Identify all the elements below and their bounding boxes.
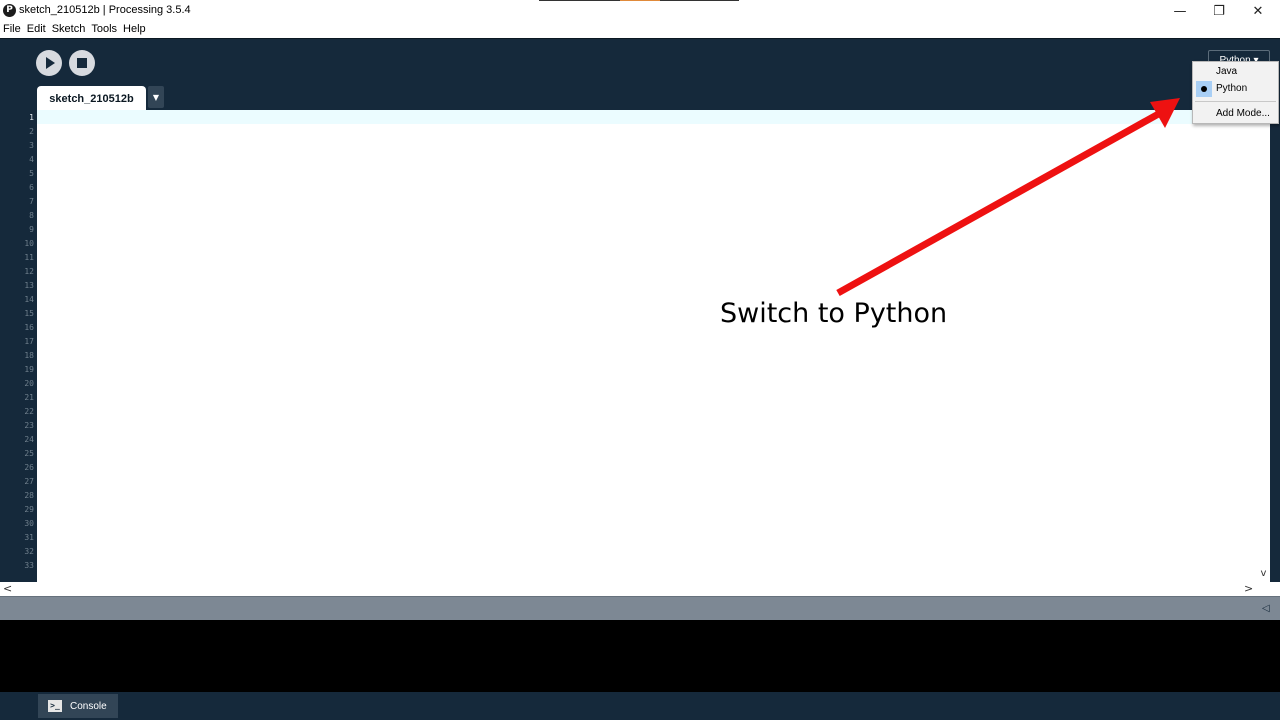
console-output[interactable] xyxy=(0,620,1280,692)
maximize-icon: ❐ xyxy=(1213,3,1225,19)
menu-edit[interactable]: Edit xyxy=(26,23,46,35)
selected-radio-icon xyxy=(1196,81,1212,97)
arrow-head xyxy=(1150,98,1180,128)
menu-sketch[interactable]: Sketch xyxy=(51,23,86,35)
status-bar xyxy=(0,596,1280,620)
current-line-highlight xyxy=(37,110,1257,124)
mode-option-java[interactable]: Java xyxy=(1216,66,1238,77)
line-number: 16 xyxy=(24,323,34,332)
close-button[interactable]: ✕ xyxy=(1238,0,1278,22)
line-number: 20 xyxy=(24,379,34,388)
arrow-shaft xyxy=(836,108,1164,297)
scroll-right-icon[interactable]: > xyxy=(1244,582,1254,595)
line-number: 24 xyxy=(24,435,34,444)
line-number: 14 xyxy=(24,295,34,304)
mode-dropdown-menu: Java Python Add Mode... xyxy=(1192,61,1279,124)
line-number: 17 xyxy=(24,337,34,346)
console-tab-label: Console xyxy=(70,700,107,712)
menu-tools[interactable]: Tools xyxy=(91,23,118,35)
minimize-button[interactable]: — xyxy=(1160,0,1200,22)
window-title: sketch_210512b | Processing 3.5.4 xyxy=(19,4,191,16)
stop-icon xyxy=(77,58,87,68)
menu-separator xyxy=(1195,101,1276,102)
line-number: 12 xyxy=(24,267,34,276)
console-tab[interactable]: >_ Console xyxy=(38,694,118,718)
run-button[interactable] xyxy=(36,50,62,76)
line-number: 1 xyxy=(29,113,34,122)
close-icon: ✕ xyxy=(1252,3,1264,19)
line-number: 18 xyxy=(24,351,34,360)
radio-dot-icon xyxy=(1201,86,1207,92)
annotation-arrow xyxy=(836,98,1180,297)
scroll-down-icon[interactable]: v xyxy=(1260,568,1267,579)
line-number: 4 xyxy=(29,155,34,164)
play-icon xyxy=(46,57,55,69)
line-number: 7 xyxy=(29,197,34,206)
line-number: 27 xyxy=(24,477,34,486)
line-number: 22 xyxy=(24,407,34,416)
line-number: 33 xyxy=(24,561,34,570)
annotation-text: Switch to Python xyxy=(720,298,948,329)
line-number: 6 xyxy=(29,183,34,192)
horizontal-scrollbar[interactable] xyxy=(0,582,1280,595)
stop-button[interactable] xyxy=(69,50,95,76)
processing-logo-icon: P xyxy=(3,4,16,17)
line-number: 11 xyxy=(24,253,34,262)
toolbar: Python ▾ sketch_210512b ▼ xyxy=(0,38,1280,111)
line-number: 8 xyxy=(29,211,34,220)
tab-sketch[interactable]: sketch_210512b xyxy=(37,86,146,111)
add-mode-option[interactable]: Add Mode... xyxy=(1216,108,1270,119)
terminal-icon: >_ xyxy=(48,700,62,712)
line-number: 9 xyxy=(29,225,34,234)
chevron-down-icon: ▼ xyxy=(152,92,160,102)
line-number: 28 xyxy=(24,491,34,500)
line-number: 19 xyxy=(24,365,34,374)
line-number: 26 xyxy=(24,463,34,472)
line-number: 23 xyxy=(24,421,34,430)
line-number: 25 xyxy=(24,449,34,458)
line-number: 21 xyxy=(24,393,34,402)
menu-bar: File Edit Sketch Tools Help xyxy=(0,22,1280,38)
line-number: 3 xyxy=(29,141,34,150)
editor-right-margin xyxy=(1270,110,1280,582)
minimize-icon: — xyxy=(1173,3,1187,19)
line-number: 2 xyxy=(29,127,34,136)
menu-help[interactable]: Help xyxy=(123,23,146,35)
tab-menu-button[interactable]: ▼ xyxy=(148,86,164,108)
mode-option-python[interactable]: Python xyxy=(1216,83,1248,94)
collapse-console-icon[interactable]: ◁ xyxy=(1262,603,1270,614)
line-number: 15 xyxy=(24,309,34,318)
title-decoration-accent xyxy=(620,0,660,1)
line-number: 30 xyxy=(24,519,34,528)
title-bar: P sketch_210512b | Processing 3.5.4 — ❐ … xyxy=(0,0,1280,22)
line-number: 13 xyxy=(24,281,34,290)
line-number: 29 xyxy=(24,505,34,514)
line-number: 31 xyxy=(24,533,34,542)
line-number: 10 xyxy=(24,239,34,248)
code-editor[interactable] xyxy=(37,110,1257,582)
scroll-left-icon[interactable]: < xyxy=(3,582,13,595)
line-number: 32 xyxy=(24,547,34,556)
menu-file[interactable]: File xyxy=(3,23,21,35)
line-number: 5 xyxy=(29,169,34,178)
footer-bar xyxy=(0,692,1280,720)
maximize-button[interactable]: ❐ xyxy=(1199,0,1239,22)
vertical-scrollbar[interactable] xyxy=(1257,110,1270,582)
